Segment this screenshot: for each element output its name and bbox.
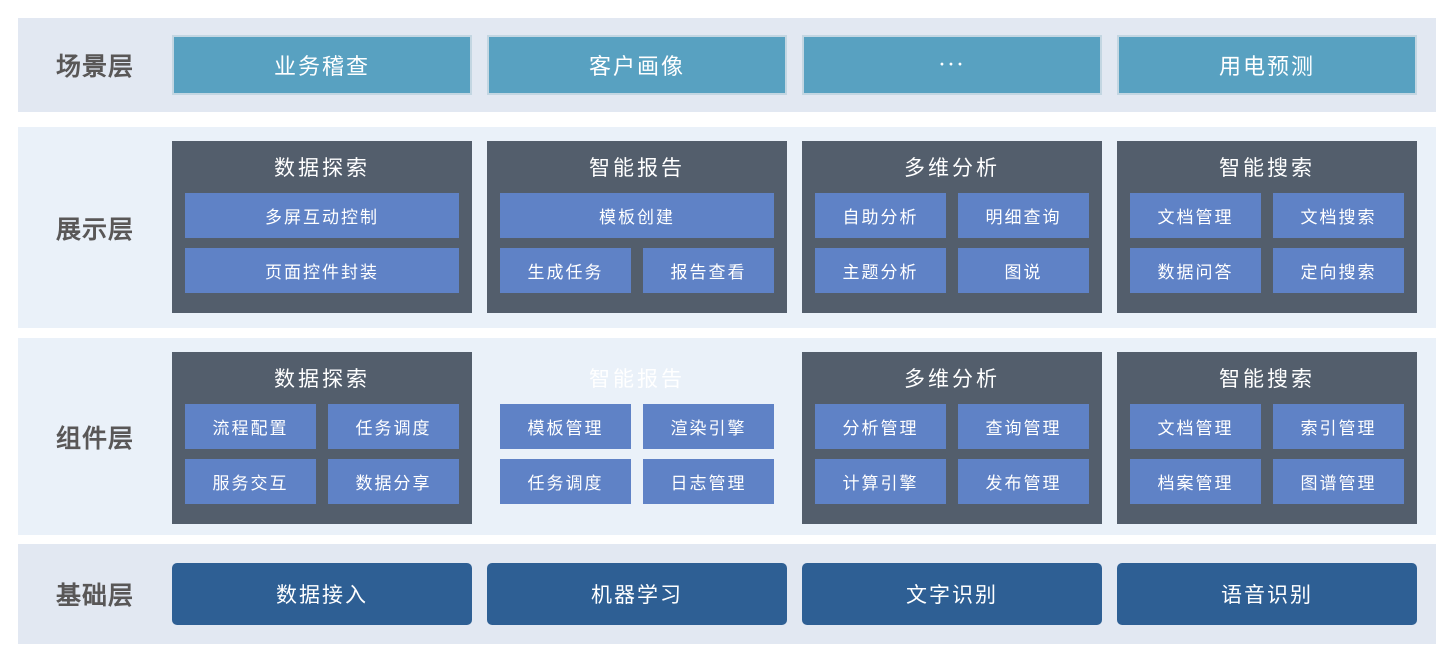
sub-item: 分析管理 xyxy=(815,404,946,449)
sub-item: 模板创建 xyxy=(500,193,774,238)
sub-item: 图说 xyxy=(958,248,1089,293)
sub-item: 报告查看 xyxy=(643,248,774,293)
band-component-layer: 组件层 数据探索 流程配置 任务调度 服务交互 数据分享 智能报告 xyxy=(18,338,1436,535)
scene-layer-label: 场景层 xyxy=(55,53,134,81)
sub-item: 索引管理 xyxy=(1273,404,1404,449)
card-title: 智能搜索 xyxy=(1219,156,1315,180)
display-card-data-explore: 数据探索 多屏互动控制 页面控件封装 xyxy=(172,141,472,313)
component-card-smart-report: 智能报告 模板管理 渲染引擎 任务调度 日志管理 xyxy=(487,352,787,524)
foundation-item-data-access: 数据接入 xyxy=(172,563,472,625)
sub-item: 数据问答 xyxy=(1130,248,1261,293)
sub-item: 明细查询 xyxy=(958,193,1089,238)
card-title: 智能报告 xyxy=(589,156,685,180)
foundation-layer-items: 数据接入 机器学习 文字识别 语音识别 xyxy=(172,544,1436,644)
sub-item: 数据分享 xyxy=(328,459,459,504)
display-card-smart-report: 智能报告 模板创建 生成任务 报告查看 xyxy=(487,141,787,313)
display-card-smart-search: 智能搜索 文档管理 文档搜索 数据问答 定向搜索 xyxy=(1117,141,1417,313)
card-title: 智能报告 xyxy=(589,367,685,391)
component-card-smart-search: 智能搜索 文档管理 索引管理 档案管理 图谱管理 xyxy=(1117,352,1417,524)
sub-item: 查询管理 xyxy=(958,404,1089,449)
foundation-layer-label: 基础层 xyxy=(55,582,134,610)
sub-item: 图谱管理 xyxy=(1273,459,1404,504)
foundation-item-speech-recognition: 语音识别 xyxy=(1117,563,1417,625)
sub-item: 流程配置 xyxy=(185,404,316,449)
sub-item: 自助分析 xyxy=(815,193,946,238)
scene-item-power-forecast: 用电预测 xyxy=(1117,35,1417,95)
sub-item: 定向搜索 xyxy=(1273,248,1404,293)
band-display-layer: 展示层 数据探索 多屏互动控制 页面控件封装 智能报告 模板创建 xyxy=(18,127,1436,328)
band-scene-layer: 场景层 业务稽查 客户画像 ··· 用电预测 xyxy=(18,18,1436,112)
component-card-multidim-analysis: 多维分析 分析管理 查询管理 计算引擎 发布管理 xyxy=(802,352,1102,524)
sub-item: 主题分析 xyxy=(815,248,946,293)
card-title: 多维分析 xyxy=(904,367,1000,391)
card-title: 数据探索 xyxy=(274,367,370,391)
sub-item: 发布管理 xyxy=(958,459,1089,504)
scene-item-business-audit: 业务稽查 xyxy=(172,35,472,95)
sub-item: 任务调度 xyxy=(500,459,631,504)
sub-item: 文档搜索 xyxy=(1273,193,1404,238)
foundation-item-machine-learning: 机器学习 xyxy=(487,563,787,625)
scene-item-ellipsis: ··· xyxy=(802,35,1102,95)
scene-item-customer-profile: 客户画像 xyxy=(487,35,787,95)
display-layer-label: 展示层 xyxy=(55,215,134,244)
sub-item: 日志管理 xyxy=(643,459,774,504)
scene-layer-items: 业务稽查 客户画像 ··· 用电预测 xyxy=(172,18,1436,112)
component-layer-cards: 数据探索 流程配置 任务调度 服务交互 数据分享 智能报告 模板管理 xyxy=(172,338,1436,535)
sub-item: 模板管理 xyxy=(500,404,631,449)
sub-item: 服务交互 xyxy=(185,459,316,504)
sub-item: 文档管理 xyxy=(1130,193,1261,238)
foundation-item-text-recognition: 文字识别 xyxy=(802,563,1102,625)
sub-item: 页面控件封装 xyxy=(185,248,459,293)
sub-item: 计算引擎 xyxy=(815,459,946,504)
sub-item: 任务调度 xyxy=(328,404,459,449)
sub-item: 渲染引擎 xyxy=(643,404,774,449)
sub-item: 生成任务 xyxy=(500,248,631,293)
display-layer-cards: 数据探索 多屏互动控制 页面控件封装 智能报告 模板创建 xyxy=(172,127,1436,328)
sub-item: 档案管理 xyxy=(1130,459,1261,504)
component-card-data-explore: 数据探索 流程配置 任务调度 服务交互 数据分享 xyxy=(172,352,472,524)
card-title: 数据探索 xyxy=(274,156,370,180)
sub-item: 多屏互动控制 xyxy=(185,193,459,238)
band-foundation-layer: 基础层 数据接入 机器学习 文字识别 语音识别 xyxy=(18,544,1436,644)
display-card-multidim-analysis: 多维分析 自助分析 明细查询 主题分析 图说 xyxy=(802,141,1102,313)
component-layer-label: 组件层 xyxy=(55,424,134,453)
card-title: 智能搜索 xyxy=(1219,367,1315,391)
sub-item: 文档管理 xyxy=(1130,404,1261,449)
card-title: 多维分析 xyxy=(904,156,1000,180)
